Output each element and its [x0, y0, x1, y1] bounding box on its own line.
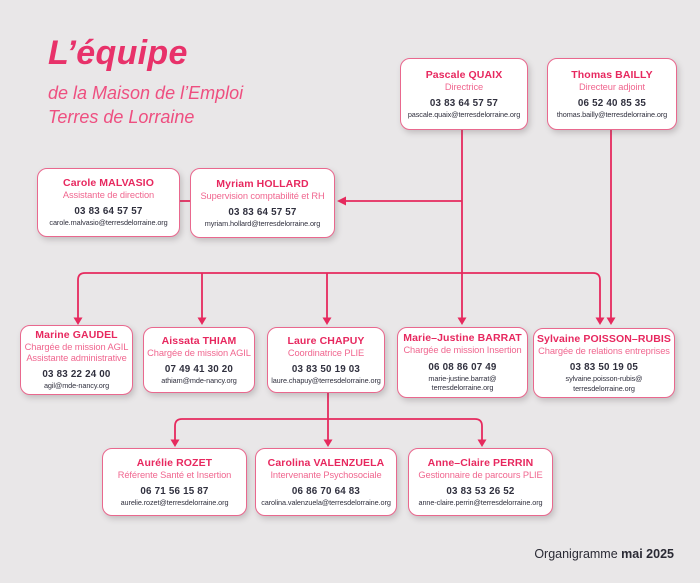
person-role-line: Chargée de relations entreprises: [538, 345, 670, 356]
person-card-aissata-thiam: Aissata THIAM Chargée de mission AGIL 07…: [143, 327, 255, 393]
person-role-line: Référente Santé et Insertion: [117, 469, 232, 480]
person-email: carole.malvasio@terresdelorraine.org: [49, 218, 167, 227]
person-email: sylvaine.poisson-rubis@ terresdelorraine…: [566, 374, 643, 393]
person-role: Directeur adjoint: [579, 82, 645, 93]
person-name: Sylvaine POISSON–RUBIS: [536, 332, 672, 345]
person-phone: 03 83 22 24 00: [42, 369, 111, 381]
person-email-line: carolina.valenzuela@terresdelorraine.org: [261, 497, 391, 507]
person-card-sylvaine-poisson-rubis: Sylvaine POISSON–RUBIS Chargée de relati…: [533, 328, 675, 398]
person-role: Gestionnaire de parcours PLIE: [418, 470, 542, 481]
person-name: Myriam HOLLARD: [216, 177, 309, 190]
person-name: Carole MALVASIO: [63, 177, 154, 190]
person-name: Carolina VALENZUELA: [267, 456, 385, 469]
person-name: Aissata THIAM: [161, 334, 237, 347]
person-role-line: Gestionnaire de parcours PLIE: [418, 469, 543, 480]
person-role-line: Directrice: [444, 81, 484, 92]
title-subtitle-line: Terres de Lorraine: [48, 106, 195, 127]
person-email-line: terresdelorraine.org: [573, 383, 635, 393]
person-phone: 03 83 64 57 57: [228, 206, 297, 218]
person-role: Directrice: [445, 82, 483, 93]
person-name: Anne–Claire PERRIN: [427, 456, 534, 469]
person-card-carole-malvasio: Carole MALVASIO Assistante de direction …: [37, 168, 180, 237]
person-card-marie-justine-barrat: Marie–Justine BARRAT Chargée de mission …: [397, 327, 528, 398]
person-name: Pascale QUAIX: [425, 68, 503, 81]
person-role-line: Chargée de mission Insertion: [403, 345, 522, 356]
person-card-pascale-quaix: Pascale QUAIX Directrice 03 83 64 57 57 …: [400, 58, 528, 130]
person-name: Marine GAUDEL: [35, 329, 118, 342]
person-phone: 06 71 56 15 87: [140, 485, 209, 497]
person-role-line: Assistante de direction: [62, 190, 155, 201]
person-phone: 03 83 53 26 52: [446, 485, 515, 497]
person-phone: 03 83 50 19 05: [569, 362, 639, 374]
person-email: agil@mde-nancy.org: [44, 381, 109, 390]
person-name: Marie–Justine BARRAT: [403, 332, 522, 345]
person-phone: 06 08 86 07 49: [428, 361, 497, 373]
person-role-line: Chargée de mission AGIL: [24, 342, 129, 353]
person-role: Supervision comptabilité et RH: [200, 191, 324, 202]
page-title: L’équipe de la Maison de l’Emploi Terres…: [48, 34, 243, 130]
person-phone: 03 83 50 19 03: [291, 363, 361, 375]
person-role: Chargée de mission AGIL: [147, 348, 251, 359]
person-email: aurelie.rozet@terresdelorraine.org: [121, 498, 229, 507]
person-email: athiam@mde-nancy.org: [161, 375, 237, 385]
person-email-line: marie-justine.barrat@: [428, 373, 497, 383]
person-role: Chargée de relations entreprises: [538, 346, 670, 357]
person-email-line: sylvaine.poisson-rubis@: [565, 374, 643, 384]
person-email: laure.chapuy@terresdelorraine.org: [271, 376, 381, 385]
person-email: carolina.valenzuela@terresdelorraine.org: [261, 498, 391, 507]
person-phone: 07 49 41 30 20: [164, 363, 234, 375]
person-card-marine-gaudel: Marine GAUDEL Chargée de mission AGIL As…: [20, 325, 133, 395]
title-subtitle-line: de la Maison de l’Emploi: [48, 83, 244, 103]
footer-caption: Organigramme mai 2025: [534, 547, 674, 561]
person-role-line: Assistante administrative: [26, 353, 127, 364]
person-role-line: Intervenante Psychosociale: [270, 469, 382, 480]
person-role: Chargée de mission Insertion: [403, 345, 521, 356]
person-card-thomas-bailly: Thomas BAILLY Directeur adjoint 06 52 40…: [547, 58, 677, 130]
person-email: thomas.bailly@terresdelorraine.org: [557, 110, 667, 119]
person-role: Référente Santé et Insertion: [117, 469, 232, 481]
person-card-carolina-valenzuela: Carolina VALENZUELA Intervenante Psychos…: [255, 448, 397, 516]
person-email: myriam.hollard@terresdelorraine.org: [204, 218, 321, 228]
person-email-line: aurelie.rozet@terresdelorraine.org: [120, 497, 229, 507]
person-email: pascale.quaix@terresdelorraine.org: [408, 110, 520, 119]
person-card-anne-claire-perrin: Anne–Claire PERRIN Gestionnaire de parco…: [408, 448, 553, 516]
title-subtitle: de la Maison de l’Emploi Terres de Lorra…: [48, 82, 243, 130]
person-email-line: anne-claire.perrin@terresdelorraine.org: [418, 497, 543, 507]
person-role-line: Supervision comptabilité et RH: [200, 190, 325, 201]
person-role: Coordinatrice PLIE: [288, 348, 364, 359]
person-card-laure-chapuy: Laure CHAPUY Coordinatrice PLIE 03 83 50…: [267, 327, 385, 393]
footer-date: mai 2025: [621, 547, 674, 561]
person-email-line: thomas.bailly@terresdelorraine.org: [556, 109, 668, 119]
person-name: Thomas BAILLY: [571, 68, 653, 81]
person-phone: 06 52 40 85 35: [577, 97, 647, 109]
person-email-line: carole.malvasio@terresdelorraine.org: [49, 218, 168, 228]
person-name: Aurélie ROZET: [136, 456, 213, 469]
person-email: marie-justine.barrat@ terresdelorraine.o…: [428, 374, 496, 393]
person-role-line: Chargée de mission AGIL: [147, 347, 251, 358]
person-role: Intervenante Psychosociale: [270, 470, 381, 481]
person-email-line: terresdelorraine.org: [431, 383, 494, 393]
person-email-line: agil@mde-nancy.org: [43, 381, 110, 391]
person-role-line: Coordinatrice PLIE: [287, 347, 365, 358]
footer-label: Organigramme: [534, 547, 618, 561]
person-role-line: Directeur adjoint: [579, 81, 645, 92]
person-email-line: laure.chapuy@terresdelorraine.org: [271, 375, 381, 385]
person-role: Chargée de mission AGIL Assistante admin…: [25, 342, 129, 364]
person-card-myriam-hollard: Myriam HOLLARD Supervision comptabilité …: [190, 168, 335, 238]
person-name: Laure CHAPUY: [287, 334, 365, 347]
title-main: L’équipe: [48, 34, 188, 72]
person-email-line: myriam.hollard@terresdelorraine.org: [204, 218, 321, 228]
person-email-line: pascale.quaix@terresdelorraine.org: [407, 109, 521, 119]
person-role: Assistante de direction: [63, 190, 154, 201]
person-phone: 03 83 64 57 57: [429, 97, 499, 109]
person-phone: 03 83 64 57 57: [74, 206, 143, 218]
person-email: anne-claire.perrin@terresdelorraine.org: [419, 498, 543, 507]
person-email-line: athiam@mde-nancy.org: [161, 375, 237, 385]
person-card-aurelie-rozet: Aurélie ROZET Référente Santé et Inserti…: [102, 448, 247, 516]
person-phone: 06 86 70 64 83: [291, 485, 361, 497]
